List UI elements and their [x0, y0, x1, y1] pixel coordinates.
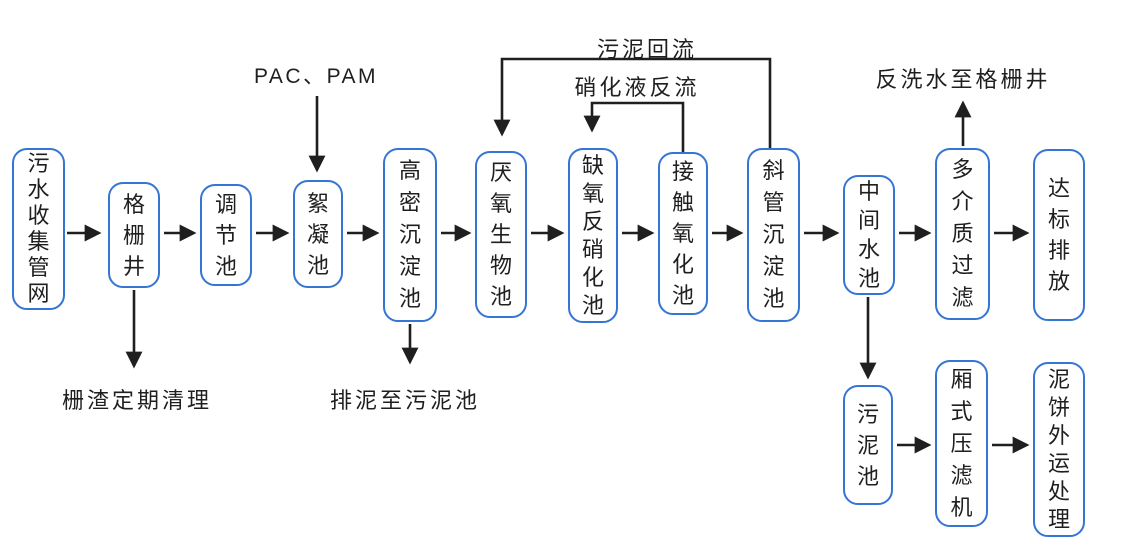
- node-sewage-collection-network: 污水收集管网: [12, 148, 65, 310]
- node-flocculation-tank: 絮凝池: [293, 180, 343, 288]
- node-intermediate-water-tank: 中间水池: [843, 175, 895, 295]
- node-label: 达标排放: [1047, 176, 1070, 294]
- side-flow-arrows: [125, 57, 972, 369]
- node-label: 格栅井: [122, 191, 145, 279]
- node-high-density-sedimentation-tank: 高密沉淀池: [383, 148, 437, 322]
- annotation-sludge-discharge: 排泥至污泥池: [329, 388, 481, 413]
- node-label: 污泥池: [856, 401, 879, 489]
- node-label: 接触氧化池: [671, 159, 694, 308]
- annotation-grate-residue-cleaning: 栅渣定期清理: [61, 388, 213, 413]
- node-label: 多介质过滤: [951, 157, 974, 310]
- node-label: 中间水池: [857, 179, 880, 291]
- node-grating-well: 格栅井: [108, 182, 160, 288]
- node-label: 斜管沉淀池: [762, 158, 785, 311]
- node-multi-media-filter: 多介质过滤: [935, 148, 990, 320]
- node-sludge-tank: 污泥池: [843, 385, 893, 505]
- node-label: 絮凝池: [306, 190, 329, 278]
- annotation-pac-pam: PAC、PAM: [253, 65, 379, 88]
- node-standard-discharge: 达标排放: [1033, 149, 1085, 321]
- node-contact-oxidation-tank: 接触氧化池: [658, 152, 708, 315]
- node-inclined-tube-sedimentation-tank: 斜管沉淀池: [747, 148, 800, 322]
- node-label: 调节池: [214, 191, 237, 279]
- node-label: 厌氧生物池: [489, 160, 512, 309]
- node-anaerobic-biological-tank: 厌氧生物池: [475, 151, 527, 318]
- annotation-backwash-to-grating-well: 反洗水至格栅井: [875, 67, 1051, 92]
- node-label: 厢式压滤机: [950, 366, 973, 520]
- node-regulating-tank: 调节池: [200, 184, 252, 286]
- node-label: 泥饼外运处理: [1047, 366, 1070, 532]
- node-label: 污水收集管网: [27, 151, 50, 306]
- node-chamber-filter-press: 厢式压滤机: [935, 360, 988, 527]
- node-anoxic-denitrification-tank: 缺氧反硝化池: [568, 148, 618, 323]
- annotation-nitrification-reflux: 硝化液反流: [574, 75, 700, 100]
- node-label: 缺氧反硝化池: [581, 152, 604, 318]
- node-mud-cake-disposal: 泥饼外运处理: [1033, 362, 1085, 537]
- node-label: 高密沉淀池: [398, 158, 421, 311]
- annotation-sludge-return: 污泥回流: [596, 37, 698, 62]
